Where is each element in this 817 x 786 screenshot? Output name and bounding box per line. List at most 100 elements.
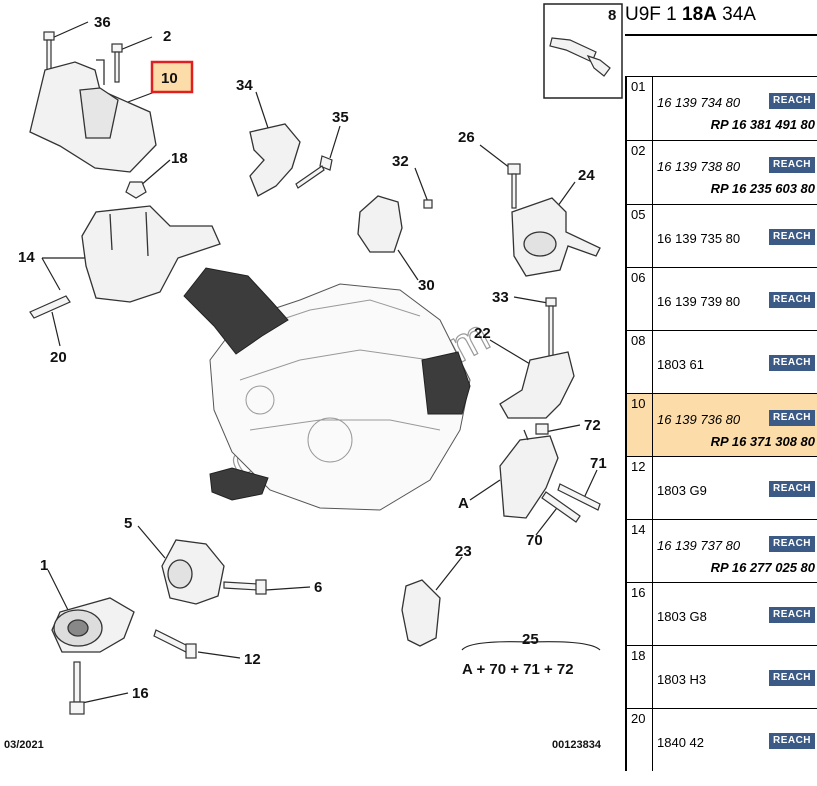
row-number: 14 bbox=[631, 522, 646, 537]
reach-badge: REACH bbox=[769, 229, 815, 245]
parts-diagram: duyukoto.com bbox=[4, 3, 623, 751]
parts-row-16[interactable]: 16 1803 G8 REACH bbox=[625, 582, 817, 645]
callout-22[interactable]: 22 bbox=[474, 325, 491, 342]
reach-badge: REACH bbox=[769, 93, 815, 109]
replacement-part-number[interactable]: RP 16 381 491 80 bbox=[710, 117, 815, 132]
part-number[interactable]: 16 139 735 80 bbox=[657, 231, 741, 246]
row-number: 06 bbox=[631, 270, 646, 285]
callout-36[interactable]: 36 bbox=[94, 14, 111, 31]
parts-list-panel: U9F 1 18A 34A 01 16 139 734 80 REACH RP 16 … bbox=[625, 0, 817, 786]
row-divider bbox=[652, 709, 653, 771]
replacement-part-number[interactable]: RP 16 277 025 80 bbox=[710, 560, 815, 575]
callout-6[interactable]: 6 bbox=[314, 579, 322, 596]
replacement-part-number[interactable]: RP 16 371 308 80 bbox=[710, 434, 815, 449]
part-number[interactable]: 16 139 736 80 bbox=[657, 412, 741, 427]
callout-10[interactable]: 10 bbox=[161, 70, 178, 87]
parts-row-18[interactable]: 18 1803 H3 REACH bbox=[625, 645, 817, 708]
row-number: 02 bbox=[631, 143, 646, 158]
row-number: 01 bbox=[631, 79, 646, 94]
bolt-6-icon bbox=[223, 579, 267, 595]
replacement-part-number[interactable]: RP 16 235 603 80 bbox=[710, 181, 815, 196]
callout-35[interactable]: 35 bbox=[332, 109, 349, 126]
callout-a[interactable]: A bbox=[458, 495, 469, 512]
reach-badge: REACH bbox=[769, 292, 815, 308]
catalog-date: 03/2021 bbox=[4, 739, 44, 751]
callout-1[interactable]: 1 bbox=[40, 557, 48, 574]
bolt-2-icon bbox=[111, 43, 123, 83]
reach-badge: REACH bbox=[769, 410, 815, 426]
panel-title: U9F 1 18A 34A bbox=[625, 4, 756, 26]
reach-badge: REACH bbox=[769, 733, 815, 749]
mount-5-icon bbox=[161, 539, 225, 605]
row-number: 16 bbox=[631, 585, 646, 600]
row-number: 20 bbox=[631, 711, 646, 726]
reach-badge: REACH bbox=[769, 157, 815, 173]
part-number[interactable]: 1803 G8 bbox=[657, 609, 707, 624]
reach-badge: REACH bbox=[769, 481, 815, 497]
part-number[interactable]: 1803 61 bbox=[657, 357, 704, 372]
callout-34[interactable]: 34 bbox=[236, 77, 253, 94]
parts-row-12[interactable]: 12 1803 G9 REACH bbox=[625, 456, 817, 519]
row-divider bbox=[652, 331, 653, 393]
part-number[interactable]: 16 139 734 80 bbox=[657, 95, 741, 110]
callout-5[interactable]: 5 bbox=[124, 515, 132, 532]
callout-32[interactable]: 32 bbox=[392, 153, 409, 170]
bracket-14-icon bbox=[81, 205, 221, 303]
callout-30[interactable]: 30 bbox=[418, 277, 435, 294]
parts-row-20[interactable]: 20 1840 42 REACH bbox=[625, 708, 817, 771]
row-divider bbox=[652, 205, 653, 267]
parts-row-14[interactable]: 14 16 139 737 80 REACH RP 16 277 025 80 bbox=[625, 519, 817, 582]
reach-badge: REACH bbox=[769, 536, 815, 552]
reach-badge: REACH bbox=[769, 670, 815, 686]
parts-table: 01 16 139 734 80 REACH RP 16 381 491 80 02 16… bbox=[625, 76, 817, 771]
part-number[interactable]: 1803 G9 bbox=[657, 483, 707, 498]
catalog-ref: 00123834 bbox=[552, 739, 602, 751]
row-divider bbox=[652, 583, 653, 645]
part-number[interactable]: 1803 H3 bbox=[657, 672, 707, 687]
bolts-70-71-72-icon bbox=[535, 423, 601, 523]
callout-16[interactable]: 16 bbox=[132, 685, 149, 702]
callout-26[interactable]: 26 bbox=[458, 129, 475, 146]
part-number[interactable]: 16 139 737 80 bbox=[657, 538, 741, 553]
part-number[interactable]: 1840 42 bbox=[657, 735, 704, 750]
parts-row-01[interactable]: 01 16 139 734 80 REACH RP 16 381 491 80 bbox=[625, 76, 817, 140]
row-number: 05 bbox=[631, 207, 646, 222]
panel-header: U9F 1 18A 34A bbox=[625, 0, 817, 36]
bracket-22-icon bbox=[499, 351, 575, 419]
row-number: 08 bbox=[631, 333, 646, 348]
reach-badge: REACH bbox=[769, 607, 815, 623]
callout-23[interactable]: 23 bbox=[455, 543, 472, 560]
bolt-12-icon bbox=[153, 629, 197, 659]
bolt-32-icon bbox=[423, 199, 433, 209]
parts-row-05[interactable]: 05 16 139 735 80 REACH bbox=[625, 204, 817, 267]
row-divider bbox=[652, 394, 653, 456]
callout-71[interactable]: 71 bbox=[590, 455, 607, 472]
parts-row-06[interactable]: 06 16 139 739 80 REACH bbox=[625, 267, 817, 330]
part-number[interactable]: 16 139 739 80 bbox=[657, 294, 741, 309]
bolt-26-icon bbox=[507, 163, 521, 209]
callout-10-highlight bbox=[150, 60, 194, 94]
bracket-34-icon bbox=[249, 123, 301, 197]
callout-14[interactable]: 14 bbox=[18, 249, 35, 266]
parts-row-02[interactable]: 02 16 139 738 80 REACH RP 16 235 603 80 bbox=[625, 140, 817, 204]
bolt-35-icon bbox=[295, 155, 333, 189]
stud-8-icon bbox=[549, 37, 611, 77]
row-number: 12 bbox=[631, 459, 646, 474]
callout-24[interactable]: 24 bbox=[578, 167, 595, 184]
callout-8[interactable]: 8 bbox=[608, 7, 616, 24]
callout-33[interactable]: 33 bbox=[492, 289, 509, 306]
engine-block-icon bbox=[209, 283, 471, 511]
kit-formula: A + 70 + 71 + 72 bbox=[462, 661, 574, 678]
callout-2[interactable]: 2 bbox=[163, 28, 171, 45]
engine-mount-10-icon bbox=[29, 59, 157, 173]
callout-18[interactable]: 18 bbox=[171, 150, 188, 167]
callout-72[interactable]: 72 bbox=[584, 417, 601, 434]
callout-20[interactable]: 20 bbox=[50, 349, 67, 366]
callout-25[interactable]: 25 bbox=[522, 631, 539, 648]
part-number[interactable]: 16 139 738 80 bbox=[657, 159, 741, 174]
callout-12[interactable]: 12 bbox=[244, 651, 261, 668]
callout-70[interactable]: 70 bbox=[526, 532, 543, 549]
row-number: 18 bbox=[631, 648, 646, 663]
